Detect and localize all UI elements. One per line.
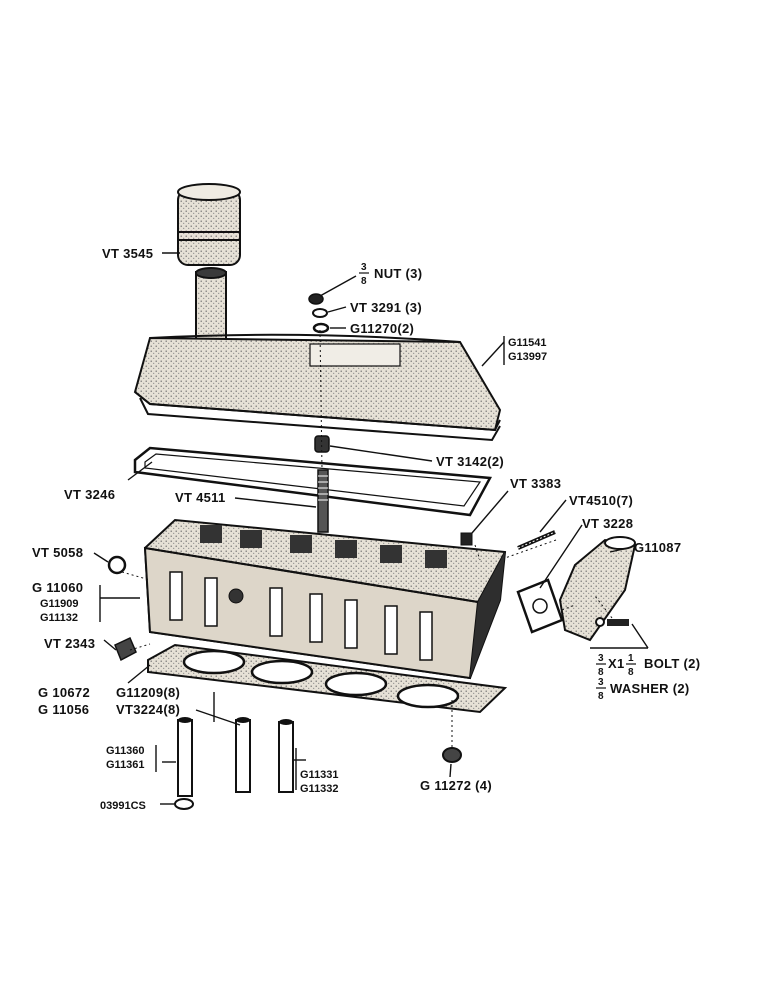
nut-washer-stack bbox=[308, 293, 330, 334]
nut-fraction-den: 8 bbox=[361, 276, 367, 287]
label-g11132: G11132 bbox=[40, 612, 78, 624]
part-labels: VT 3545 3 8 NUT (3) VT 3291 (3) G11270(2… bbox=[32, 246, 700, 812]
label-vt3228: VT 3228 bbox=[582, 516, 633, 531]
plug-vt5058 bbox=[107, 555, 127, 575]
label-bolt: BOLT (2) bbox=[644, 656, 700, 671]
label-washer: WASHER (2) bbox=[610, 681, 690, 696]
valve-guide-right bbox=[278, 719, 294, 793]
label-vt2343: VT 2343 bbox=[44, 636, 95, 651]
head-gasket bbox=[147, 643, 508, 714]
bolt-frac1-den: 8 bbox=[598, 667, 604, 678]
stud-spacer bbox=[314, 435, 330, 453]
label-nut: NUT (3) bbox=[374, 266, 422, 281]
valve-guide-left bbox=[177, 717, 193, 797]
rocker-stud bbox=[317, 469, 329, 533]
o-ring bbox=[174, 798, 194, 810]
label-g11056: G 11056 bbox=[38, 702, 89, 717]
label-g10672: G 10672 bbox=[38, 685, 90, 700]
label-g11270: G11270(2) bbox=[350, 321, 414, 336]
bolt-x-label: X1 bbox=[608, 656, 625, 671]
label-g11060: G 11060 bbox=[32, 580, 83, 595]
cylinder-head bbox=[143, 518, 507, 680]
label-g11331: G11331 bbox=[300, 769, 339, 781]
label-03991cs: 03991CS bbox=[100, 800, 146, 812]
label-g11360: G11360 bbox=[106, 745, 145, 757]
valve-guide-middle bbox=[235, 717, 251, 793]
nut-fraction-num: 3 bbox=[361, 262, 367, 273]
label-vt3545: VT 3545 bbox=[102, 246, 153, 261]
bolt-frac2-num: 1 bbox=[628, 653, 634, 664]
label-vt4510: VT4510(7) bbox=[569, 493, 633, 508]
label-vt5058: VT 5058 bbox=[32, 545, 83, 560]
label-g11332: G11332 bbox=[300, 783, 339, 795]
projection-lines bbox=[121, 329, 613, 748]
washer-frac-num: 3 bbox=[598, 677, 604, 688]
water-outlet bbox=[558, 536, 637, 642]
breather-cap bbox=[177, 183, 241, 266]
label-vt3224: VT3224(8) bbox=[116, 702, 180, 717]
outlet-gasket bbox=[516, 578, 564, 634]
breather-tube bbox=[195, 267, 227, 345]
label-g11909: G11909 bbox=[40, 598, 79, 610]
small-plug-vt3383 bbox=[460, 532, 473, 546]
label-vt3291: VT 3291 (3) bbox=[350, 300, 422, 315]
manifold-washer bbox=[442, 747, 462, 763]
label-vt3142: VT 3142(2) bbox=[436, 454, 504, 469]
label-g11541: G11541 bbox=[508, 337, 547, 349]
outlet-bolt bbox=[595, 617, 629, 627]
stud-vt4510 bbox=[517, 530, 556, 550]
label-g11209: G11209(8) bbox=[116, 685, 180, 700]
label-vt4511: VT 4511 bbox=[175, 490, 226, 505]
leader-lines bbox=[93, 252, 649, 805]
label-vt3246: VT 3246 bbox=[64, 487, 115, 502]
label-g13997: G13997 bbox=[508, 351, 547, 363]
label-g11087: G11087 bbox=[634, 540, 681, 555]
label-g11272: G 11272 (4) bbox=[420, 778, 492, 793]
washer-frac-den: 8 bbox=[598, 691, 604, 702]
rocker-cover bbox=[133, 333, 502, 442]
bolt-frac1-num: 3 bbox=[598, 653, 604, 664]
label-vt3383: VT 3383 bbox=[510, 476, 561, 491]
bolt-frac2-den: 8 bbox=[628, 667, 634, 678]
plug-vt2343 bbox=[114, 636, 137, 662]
label-g11361: G11361 bbox=[106, 759, 145, 771]
